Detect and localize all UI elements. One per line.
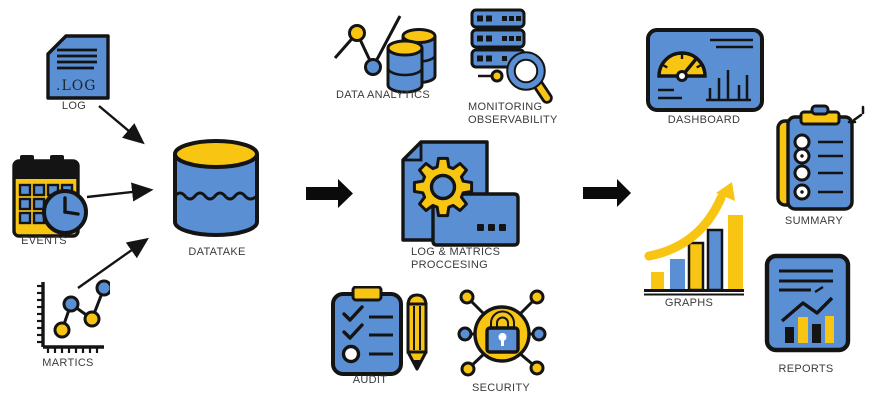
node-reports <box>764 253 852 357</box>
audit-clipboard-pencil-icon <box>331 286 428 376</box>
node-dashboard <box>646 26 766 116</box>
summary-clipboard-icon <box>776 104 865 211</box>
stage-arrow-2 <box>583 179 631 207</box>
node-datatake <box>170 138 262 242</box>
document-gear-icon <box>401 140 520 247</box>
processing-label-line1: LOG & MATRICS <box>411 246 501 258</box>
sparkle-icon <box>847 105 865 124</box>
data-lake-cylinder-icon <box>173 139 259 237</box>
graphs-label: GRAPHS <box>664 297 714 309</box>
security-lock-network-icon <box>457 289 547 377</box>
events-label: EVENTS <box>21 235 67 247</box>
node-events <box>12 153 102 245</box>
node-monitoring <box>460 6 560 106</box>
node-security <box>456 286 552 382</box>
log-file-icon: .LOG <box>46 34 110 100</box>
node-audit <box>331 286 435 380</box>
dashboard-label: DASHBOARD <box>667 114 741 126</box>
monitoring-label-line2: OBSERVABILITY <box>468 114 558 126</box>
metrics-chart-icon <box>37 279 110 353</box>
analytics-chart-db-icon <box>333 15 437 94</box>
dashboard-gauge-icon <box>646 28 764 112</box>
edge-log-datatake <box>98 105 145 145</box>
report-document-icon <box>764 253 851 353</box>
node-log: .LOG <box>44 33 112 101</box>
node-graphs <box>642 180 750 298</box>
log-label: LOG <box>61 100 87 112</box>
martics-label: MARTICS <box>42 357 94 369</box>
audit-label: AUDIT <box>352 374 388 386</box>
calendar-clock-icon <box>12 155 88 238</box>
node-data-analytics <box>328 6 442 94</box>
reports-label: REPORTS <box>778 363 834 375</box>
node-processing <box>398 138 524 250</box>
monitoring-label-line1: MONITORING <box>468 101 543 113</box>
processing-label-line2: PROCCESING <box>411 259 488 271</box>
growth-bars-icon <box>644 182 744 296</box>
node-summary <box>774 103 870 215</box>
server-magnifier-icon <box>470 8 553 104</box>
summary-label: SUMMARY <box>784 215 844 227</box>
stage-arrow-1 <box>306 179 353 208</box>
data-analytics-label: DATA ANALYTICS <box>335 89 431 101</box>
datatake-label: DATATAKE <box>188 246 246 258</box>
node-martics <box>36 276 110 358</box>
security-label: SECURITY <box>471 382 531 394</box>
log-doc-text: .LOG <box>56 78 96 94</box>
